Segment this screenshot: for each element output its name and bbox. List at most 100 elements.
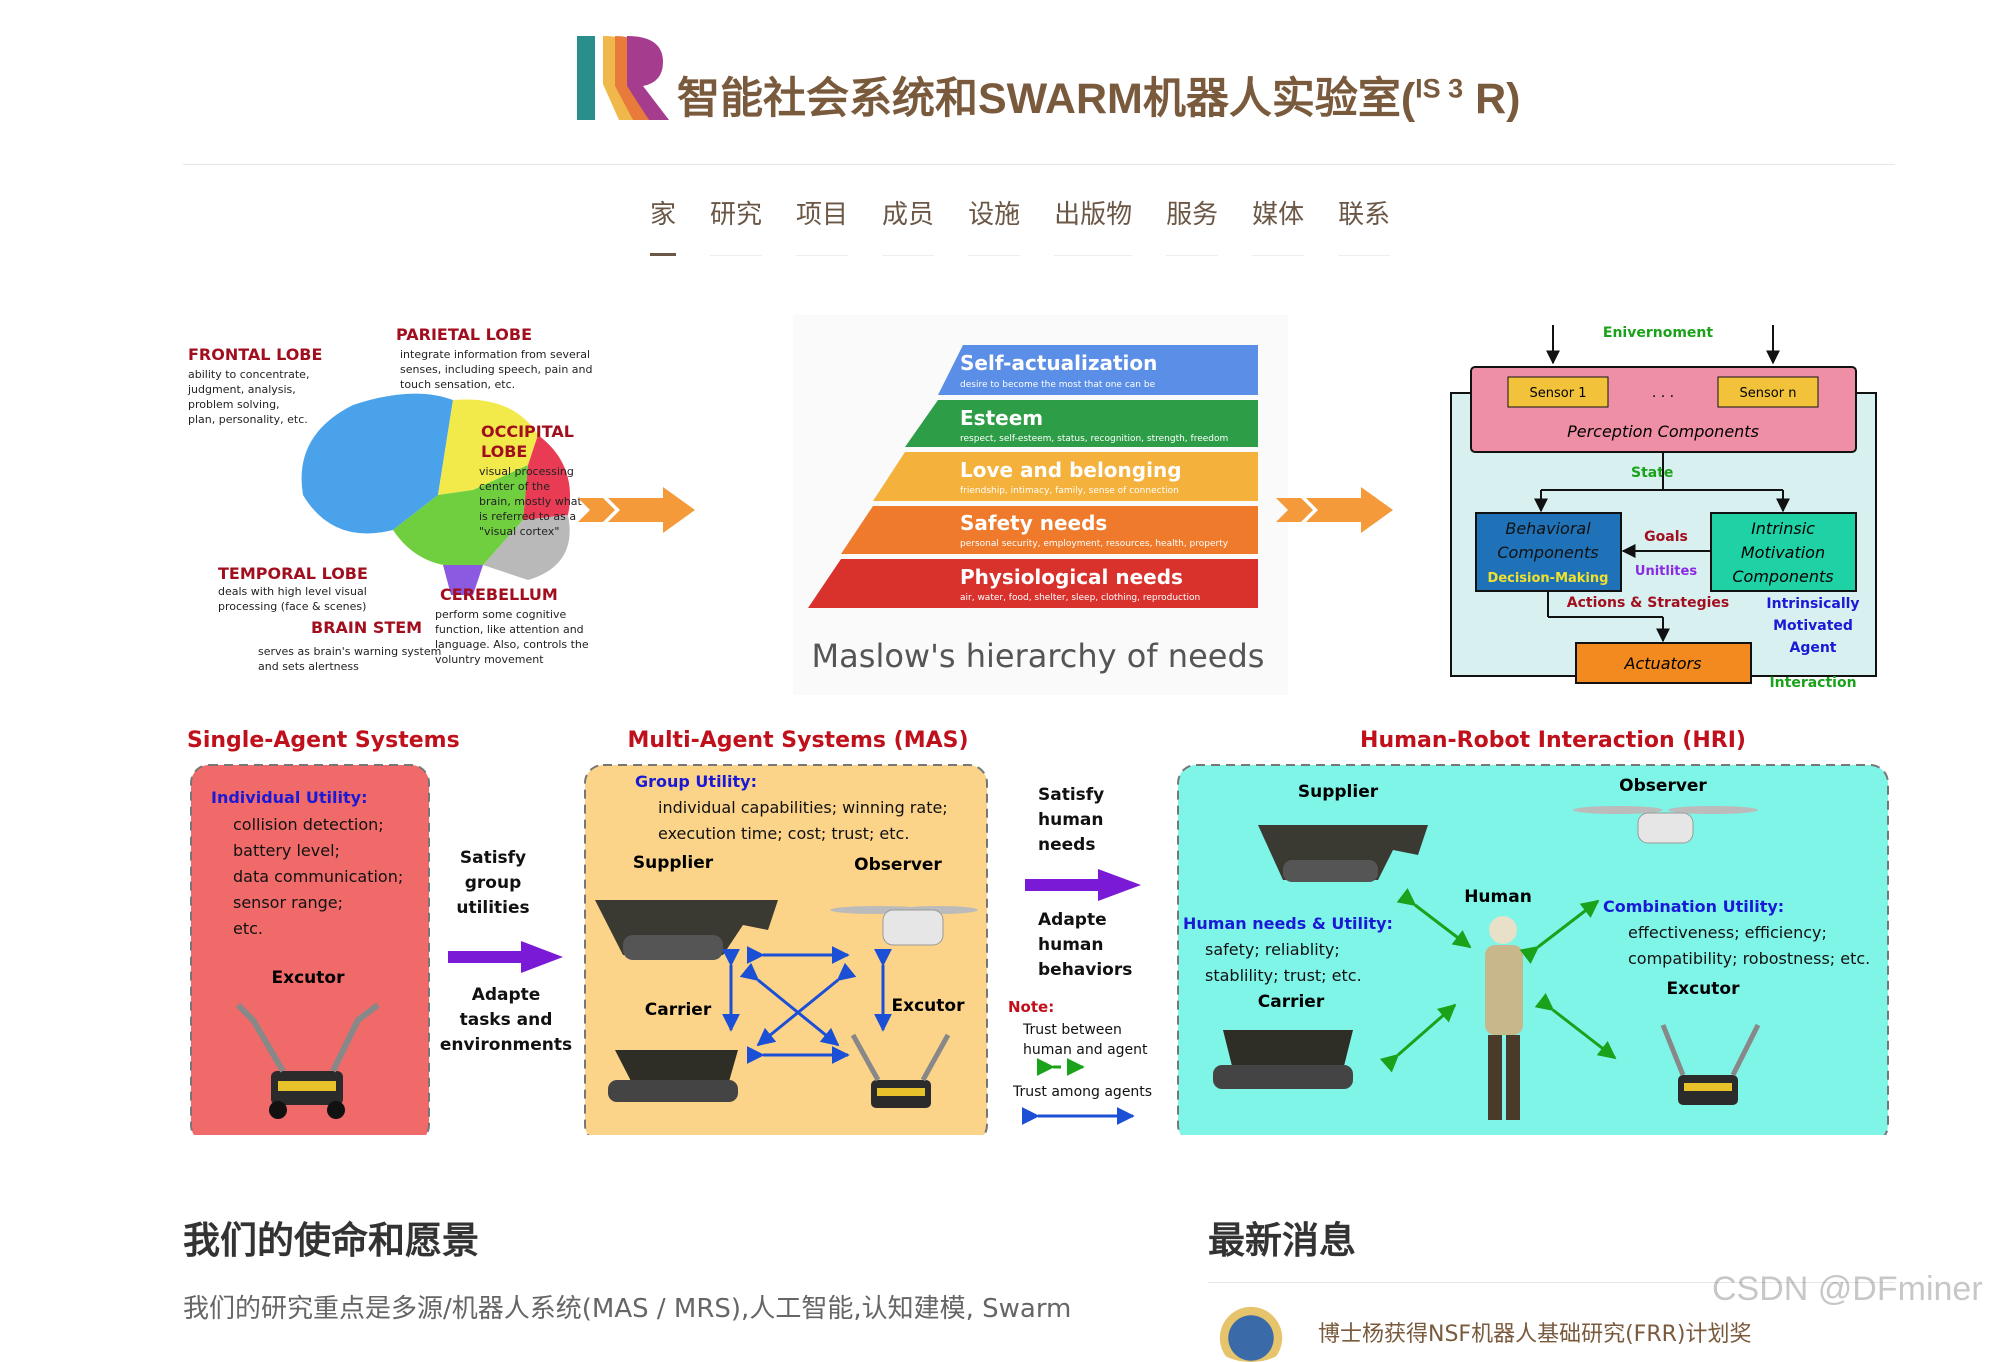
site-header: 智能社会系统和SWARM机器人实验室(IS 3 R) <box>575 30 1521 123</box>
maslow-level-safety <box>841 506 1258 554</box>
hri-title: Human-Robot Interaction (HRI) <box>1360 728 1746 753</box>
interaction-label: Interaction <box>1769 675 1856 691</box>
group-arrow-top-1: Satisfy <box>460 848 526 868</box>
hri-supplier-label: Supplier <box>1298 782 1379 802</box>
combination-utility-label: Combination Utility: <box>1603 897 1784 916</box>
human-needs-label: Human needs & Utility: <box>1183 914 1393 933</box>
nav-services[interactable]: 服务 <box>1166 194 1219 256</box>
site-title-end: R) <box>1463 75 1521 123</box>
nsf-logo-icon <box>1208 1302 1294 1362</box>
research-overview-figure: FRONTAL LOBE PARIETAL LOBE OCCIPITAL LOB… <box>183 315 1895 1144</box>
hri-panel: Human-Robot Interaction (HRI) Supplier O… <box>1177 728 1889 1144</box>
nav-members[interactable]: 成员 <box>882 194 935 256</box>
temporal-desc-1: deals with high level visual <box>218 585 367 598</box>
occipital-desc-1: visual processing <box>479 465 574 478</box>
site-title[interactable]: 智能社会系统和SWARM机器人实验室(IS 3 R) <box>677 64 1521 126</box>
occipital-desc-5: "visual cortex" <box>479 525 559 538</box>
mas-observer-label: Observer <box>854 855 942 875</box>
intrinsic-label-1: Intrinsic <box>1751 519 1815 538</box>
nav-projects[interactable]: 项目 <box>796 194 849 256</box>
single-agent-title: Single-Agent Systems <box>187 728 460 753</box>
human-arrow-bottom-1: Adapte <box>1038 910 1107 930</box>
excutor-robot-icon <box>235 1002 380 1119</box>
group-arrow-bottom-2: tasks and <box>460 1010 553 1030</box>
mission-heading: 我们的使命和愿景 <box>183 1219 479 1262</box>
maslow-self-desc: desire to become the most that one can b… <box>960 380 1156 390</box>
news-item[interactable]: 博士杨获得NSF机器人基础研究(FRR)计划奖 <box>1208 1302 1751 1362</box>
occipital-desc-4: is referred to as a <box>479 510 576 523</box>
env-label: Enivernoment <box>1603 325 1713 341</box>
hri-excutor-label: Excutor <box>1667 979 1741 999</box>
single-item-4: sensor range; <box>233 893 343 912</box>
single-agent-box <box>190 764 430 1144</box>
mas-panel: Multi-Agent Systems (MAS) Group Utility:… <box>584 728 988 1144</box>
human-arrow-bottom-3: behaviors <box>1038 960 1132 980</box>
human-operator-icon <box>1485 916 1523 1120</box>
combo-item-1: effectiveness; efficiency; <box>1628 923 1827 942</box>
news-divider <box>1208 1282 1895 1283</box>
group-arrow-top-2: group <box>465 873 522 893</box>
frontal-desc-2: judgment, analysis, <box>187 383 296 396</box>
perception-label: Perception Components <box>1567 422 1759 441</box>
single-item-1: collision detection; <box>233 815 384 834</box>
nav-research[interactable]: 研究 <box>710 194 763 256</box>
nav-media[interactable]: 媒体 <box>1252 194 1305 256</box>
lab-logo[interactable] <box>575 30 671 122</box>
note-text-2: human and agent <box>1023 1042 1148 1058</box>
maslow-caption: Maslow's hierarchy of needs <box>812 637 1265 675</box>
group-utility-label: Group Utility: <box>635 772 757 791</box>
occipital-desc-2: center of the <box>479 480 550 493</box>
mas-title: Multi-Agent Systems (MAS) <box>627 728 968 753</box>
supplier-vehicle-icon <box>595 900 778 960</box>
observer-drone-icon <box>830 906 978 946</box>
occipital-label-2: LOBE <box>481 442 527 461</box>
parietal-lobe-label: PARIETAL LOBE <box>396 325 532 344</box>
hri-human-label: Human <box>1464 887 1532 907</box>
sensor-1-box <box>1507 376 1609 408</box>
hri-carrier-vehicle-icon <box>1213 1030 1353 1089</box>
hri-carrier-label: Carrier <box>1258 992 1325 1012</box>
parietal-lobe-shape <box>438 399 538 495</box>
intrinsic-label-2: Motivation <box>1741 543 1825 562</box>
individual-utility-label: Individual Utility: <box>211 788 367 807</box>
agent-architecture: Enivernoment Sensor 1 . . . Sensor n Per… <box>1450 325 1877 691</box>
brain-stem-shape <box>443 565 483 595</box>
mas-excutor-robot-icon <box>850 1033 951 1108</box>
sensor-n-box <box>1717 376 1819 408</box>
hri-supplier-vehicle-icon <box>1258 825 1428 882</box>
group-arrow-bottom-1: Adapte <box>472 985 541 1005</box>
maslow-esteem-title: Esteem <box>960 406 1043 430</box>
single-excutor-label: Excutor <box>272 968 346 988</box>
mas-supplier-label: Supplier <box>633 853 714 873</box>
actuators-box <box>1575 642 1752 684</box>
cerebellum-desc-1: perform some cognitive <box>435 608 567 621</box>
cerebellum-shape <box>483 515 570 580</box>
nav-facilities[interactable]: 设施 <box>968 194 1021 256</box>
group-arrow: Satisfy group utilities Adapte tasks and… <box>440 848 572 1055</box>
im-agent-2: Motivated <box>1773 618 1853 634</box>
maslow-love-desc: friendship, intimacy, family, sense of c… <box>960 486 1179 496</box>
nav-home[interactable]: 家 <box>650 194 677 256</box>
note-label: Note: <box>1008 998 1054 1016</box>
maslow-physio-title: Physiological needs <box>960 565 1183 589</box>
group-arrow-top-3: utilities <box>456 898 529 918</box>
parietal-desc-1: integrate information from several <box>400 348 590 361</box>
hri-observer-label: Observer <box>1619 776 1707 796</box>
cerebellum-desc-3: language. Also, controls the <box>435 638 589 651</box>
human-arrow-bottom-2: human <box>1038 935 1104 955</box>
mas-item-2: execution time; cost; trust; etc. <box>658 824 909 843</box>
nav-contact[interactable]: 联系 <box>1338 194 1391 256</box>
combo-item-2: compatibility; robostness; etc. <box>1628 949 1870 968</box>
maslow-physio-desc: air, water, food, shelter, sleep, clothi… <box>960 593 1200 603</box>
maslow-self-title: Self-actualization <box>960 351 1157 375</box>
news-item-link[interactable]: 博士杨获得NSF机器人基础研究(FRR)计划奖 <box>1318 1322 1752 1347</box>
maslow-level-esteem <box>905 400 1258 447</box>
maslow-safety-title: Safety needs <box>960 511 1107 535</box>
nav-publications[interactable]: 出版物 <box>1054 194 1133 256</box>
goals-label: Goals <box>1644 529 1688 545</box>
intrinsic-label-3: Components <box>1732 567 1833 586</box>
maslow-pyramid: Self-actualization desire to become the … <box>793 315 1288 695</box>
im-agent-3: Agent <box>1789 640 1836 656</box>
cerebellum-desc-4: voluntry movement <box>435 653 544 666</box>
hri-excutor-robot-icon <box>1660 1023 1761 1105</box>
